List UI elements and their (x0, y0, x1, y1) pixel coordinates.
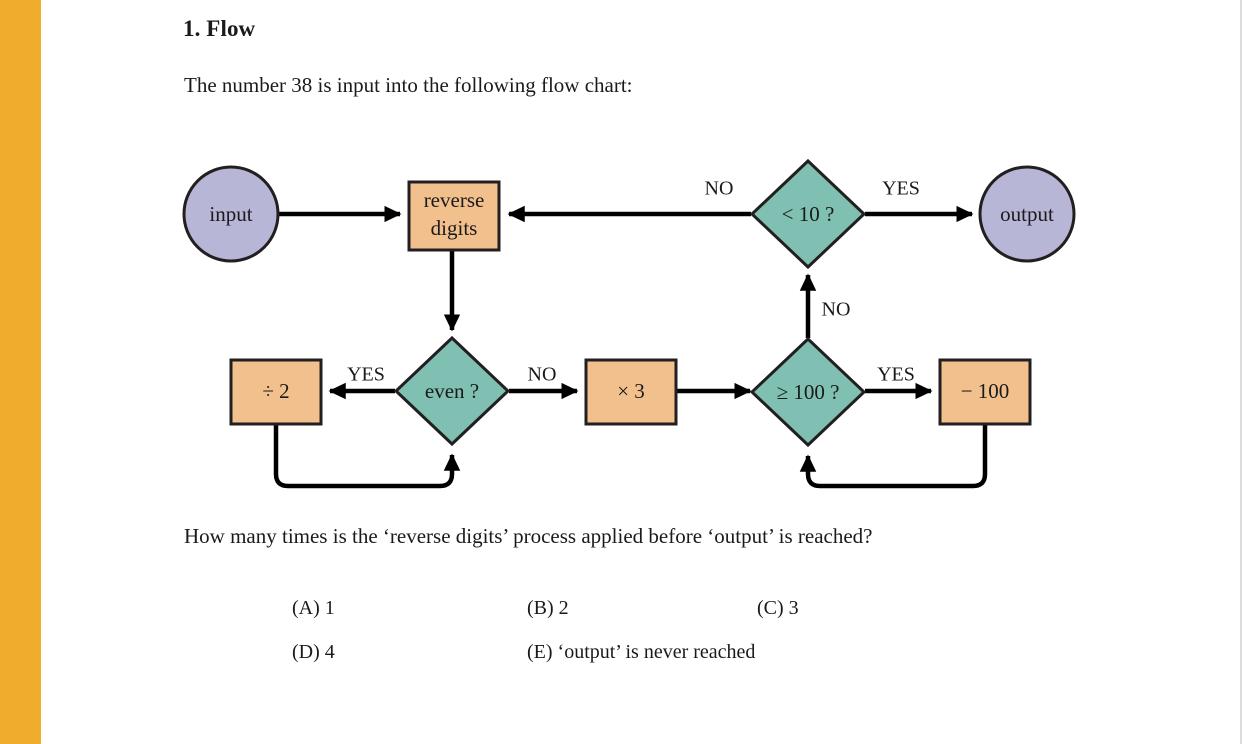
edge-label-even-no: NO (528, 364, 557, 386)
option-c[interactable]: (C) 3 (757, 597, 799, 619)
page-title: 1. Flow (183, 16, 256, 41)
even-label: even ? (425, 379, 479, 403)
edge-div2-loop-to-even (273, 425, 461, 489)
input-label: input (209, 202, 252, 226)
output-label: output (1000, 202, 1054, 226)
even-diamond (393, 335, 511, 447)
flow-chart: input reverse digits < 10 ? output e (182, 158, 1076, 489)
reverse-digits-label-line2: digits (431, 216, 478, 240)
node-lt10-decision: < 10 ? (749, 158, 867, 270)
output-circle (978, 165, 1076, 263)
option-d[interactable]: (D) 4 (292, 641, 335, 663)
reverse-digits-box (407, 180, 501, 252)
node-even-decision: even ? (393, 335, 511, 447)
divide-by-2-box (229, 358, 323, 426)
node-subtract-100: − 100 (938, 358, 1032, 426)
edge-label-lt10-no: NO (705, 178, 734, 200)
node-reverse-digits: reverse digits (407, 180, 501, 252)
accent-bar (0, 0, 41, 744)
ge100-label: ≥ 100 ? (777, 380, 840, 404)
option-e[interactable]: (E) ‘output’ is never reached (527, 641, 756, 663)
node-ge100-decision: ≥ 100 ? (749, 336, 867, 448)
reverse-digits-label-line1: reverse (424, 188, 485, 212)
ge100-diamond (749, 336, 867, 448)
question-follow-up: How many times is the ‘reverse digits’ p… (184, 524, 873, 548)
edge-sub100-loop-to-ge100 (799, 425, 988, 489)
lt10-diamond (749, 158, 867, 270)
edge-label-ge100-no: NO (822, 299, 851, 321)
multiply-by-3-box (584, 358, 678, 426)
multiply-by-3-label: × 3 (617, 379, 645, 403)
question-stem: The number 38 is input into the followin… (184, 73, 633, 97)
edge-label-lt10-yes: YES (882, 178, 920, 200)
subtract-100-label: − 100 (961, 379, 1010, 403)
edge-label-ge100-yes: YES (877, 364, 915, 386)
node-output: output (978, 165, 1076, 263)
edge-label-even-yes: YES (347, 364, 385, 386)
option-a[interactable]: (A) 1 (292, 597, 335, 619)
lt10-label: < 10 ? (782, 202, 835, 226)
node-input: input (182, 165, 280, 263)
option-b[interactable]: (B) 2 (527, 597, 569, 619)
node-divide-by-2: ÷ 2 (229, 358, 323, 426)
subtract-100-box (938, 358, 1032, 426)
divide-by-2-label: ÷ 2 (262, 379, 289, 403)
input-circle (182, 165, 280, 263)
node-multiply-by-3: × 3 (584, 358, 678, 426)
